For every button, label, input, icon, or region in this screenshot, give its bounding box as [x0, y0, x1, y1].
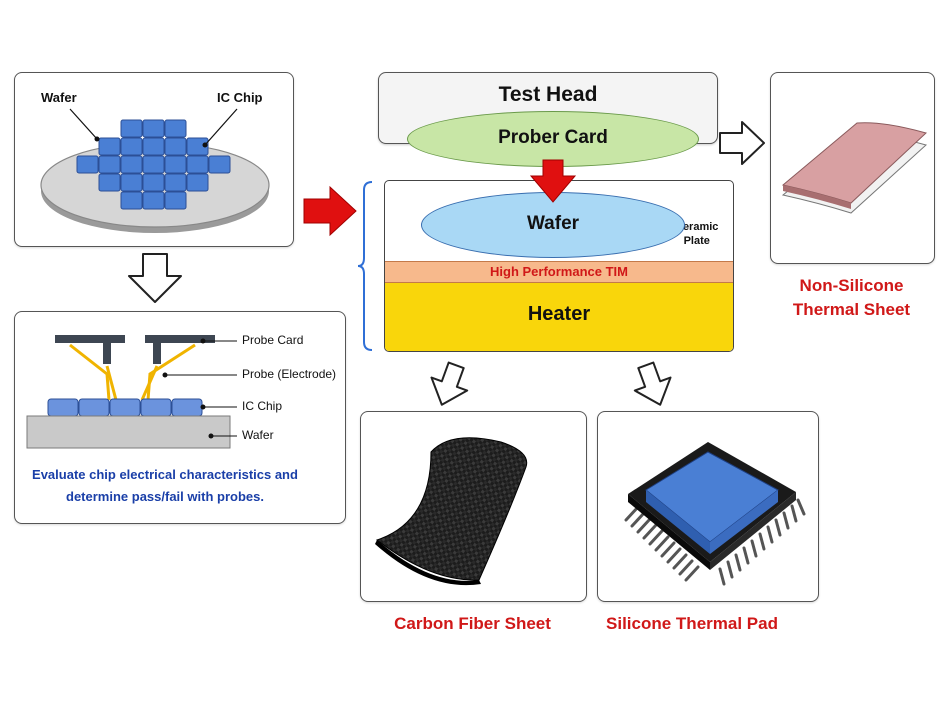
thermal-sheet-illustration — [781, 122, 928, 214]
silicone-pad-caption: Silicone Thermal Pad — [606, 614, 778, 633]
ceramic-line2: Plate — [683, 235, 710, 247]
carbon-fiber-panel — [360, 411, 587, 602]
heater-label: Heater — [527, 303, 591, 325]
wafer-illustration — [40, 108, 270, 233]
probe-caption-line2: determine pass/fail with probes. — [66, 489, 264, 504]
wafer-panel: Wafer IC Chip — [14, 72, 294, 247]
chip-grid — [76, 119, 231, 210]
ic-chip-label: IC Chip — [217, 90, 263, 105]
wafer-label: Wafer — [41, 90, 77, 105]
ic-chip-label: IC Chip — [242, 399, 283, 413]
test-head-label: Test Head — [498, 83, 598, 106]
carbon-fiber-illustration — [375, 437, 528, 586]
down-arrow-icon — [128, 253, 182, 303]
tim-layer: High Performance TIM — [385, 261, 733, 283]
down-left-arrow-icon — [430, 361, 469, 406]
wafer-ellipse-label: Wafer — [526, 213, 580, 234]
carbon-fiber-caption: Carbon Fiber Sheet — [394, 614, 551, 633]
probe-caption: Evaluate chip electrical characteristics… — [15, 464, 315, 508]
bracket — [357, 181, 373, 351]
probe-panel: Probe Card Probe (Electrode) IC Chip Waf… — [14, 311, 346, 524]
heater-layer: Heater — [385, 283, 733, 351]
non-silicone-line1: Non-Silicone — [799, 276, 904, 295]
probe-electrode-label: Probe (Electrode) — [242, 367, 337, 381]
tim-label: High Performance TIM — [490, 264, 628, 279]
non-silicone-line2: Thermal Sheet — [792, 300, 911, 319]
non-silicone-panel — [770, 72, 935, 264]
prober-card: Prober Card — [407, 111, 699, 167]
ceramic-plate-label: Ceramic Plate — [675, 220, 718, 248]
wafer-ellipse: Wafer — [421, 192, 685, 258]
probe-card-label: Probe Card — [242, 333, 304, 347]
non-silicone-caption: Non-Silicone Thermal Sheet — [770, 274, 933, 322]
ceramic-line1: Ceramic — [675, 221, 719, 233]
right-hollow-arrow-icon — [719, 121, 765, 165]
right-arrow-icon — [303, 185, 357, 237]
ic-package-illustration — [624, 442, 806, 586]
prober-card-label: Prober Card — [498, 127, 608, 148]
silicone-pad-panel — [597, 411, 819, 602]
down-red-arrow-icon — [529, 159, 577, 203]
wafer-label: Wafer — [242, 428, 274, 442]
probe-illustration — [26, 335, 237, 449]
probe-caption-line1: Evaluate chip electrical characteristics… — [32, 467, 298, 482]
down-right-arrow-icon — [633, 361, 672, 406]
